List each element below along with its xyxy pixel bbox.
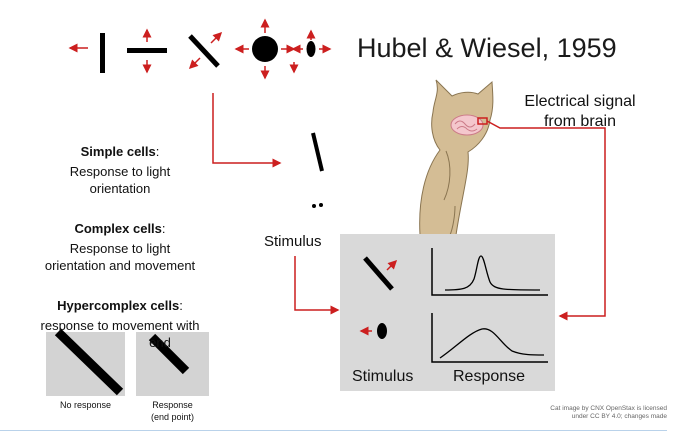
- hypercomplex-cells-block: Hypercomplex cells: response to movement…: [40, 298, 200, 351]
- end-point-caption: Response (end point): [150, 400, 195, 422]
- diagram-title: Hubel & Wiesel, 1959: [357, 33, 617, 63]
- complex-cells-block: Complex cells: Response to light orienta…: [44, 221, 196, 274]
- no-response-caption: No response: [59, 400, 112, 410]
- electrical-signal-arrow: [486, 120, 606, 321]
- connector-arrow-to-stimulus: [212, 93, 282, 168]
- panel-oval-icon: [359, 323, 387, 339]
- stimulus-icon-row: [68, 18, 332, 80]
- cat-illustration: [419, 79, 494, 236]
- response-graph-sustained: [431, 313, 548, 363]
- response-graph-peak: [431, 248, 548, 296]
- panel-stimulus-label: Stimulus: [352, 368, 414, 385]
- connector-arrow-to-response-box: [294, 256, 340, 315]
- large-dot-moving-all-directions-icon: [234, 18, 296, 80]
- stimulus-label: Stimulus: [264, 233, 322, 250]
- small-oval-moving-icon: [289, 29, 332, 74]
- stimulus-display: [311, 132, 324, 208]
- horizontal-bar-moving-vertical-icon: [127, 28, 167, 74]
- simple-cells-block: Simple cells: Response to light orientat…: [69, 144, 171, 197]
- bottom-divider: [0, 430, 667, 431]
- response-panel: [340, 234, 555, 391]
- diagonal-bar-moving-diagonal-icon: [188, 31, 223, 70]
- electrical-signal-label: Electrical signal from brain: [524, 93, 636, 130]
- panel-response-label: Response: [453, 368, 526, 385]
- example-end-point-image: [136, 332, 209, 396]
- image-credit: Cat image by CNX OpenStax is licensed un…: [550, 405, 667, 421]
- panel-diagonal-bar-icon: [363, 256, 398, 291]
- vertical-bar-moving-left-icon: [68, 33, 105, 73]
